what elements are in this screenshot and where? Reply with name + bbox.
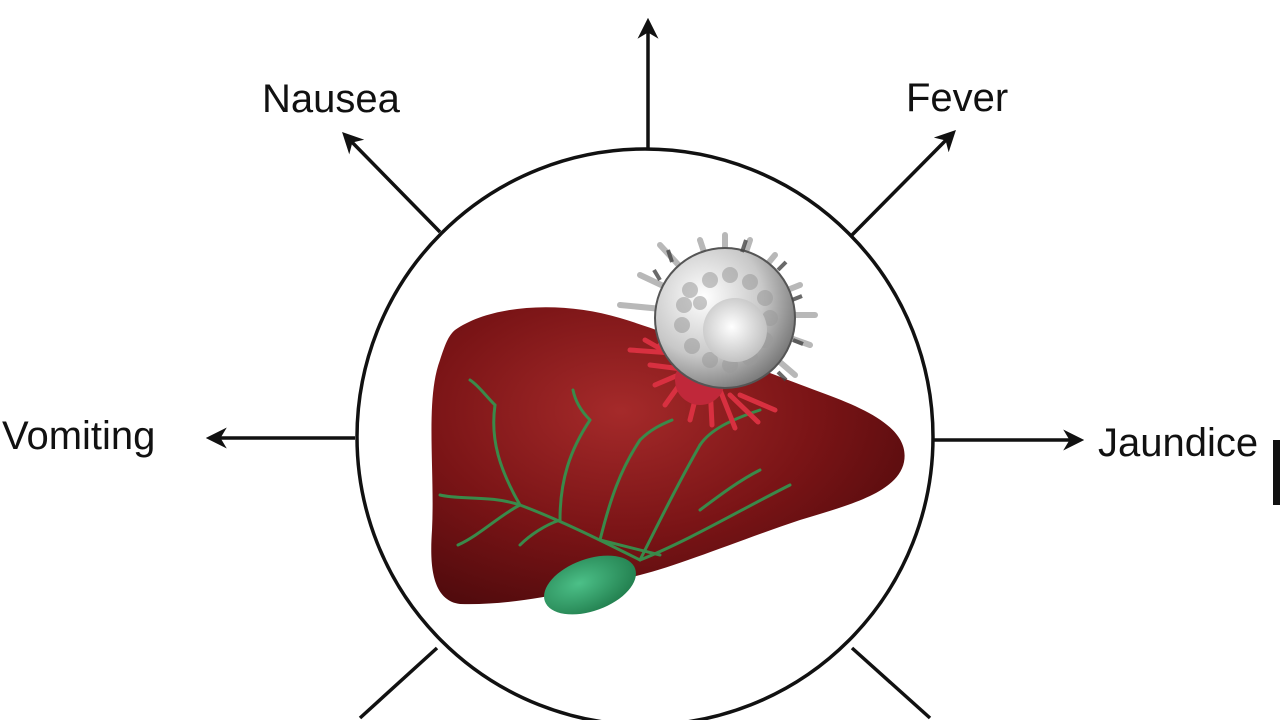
label-nausea: Nausea — [262, 77, 401, 121]
virus-icon — [617, 232, 818, 389]
arrow-up-right-fever — [850, 130, 956, 237]
arrow-down-right — [850, 646, 932, 720]
edge-fragment — [1273, 440, 1280, 505]
arrow-up-left-nausea — [342, 131, 442, 234]
label-vomiting: Vomiting — [2, 414, 155, 458]
label-fever: Fever — [906, 76, 1008, 120]
liver-illustration — [431, 232, 905, 615]
gallbladder — [544, 555, 636, 615]
bile-ducts — [438, 378, 792, 562]
liver — [431, 307, 905, 605]
arrow-down-left — [358, 646, 439, 720]
label-jaundice: Jaundice — [1098, 421, 1258, 465]
virus-core — [703, 298, 767, 362]
arrows — [205, 17, 1085, 720]
